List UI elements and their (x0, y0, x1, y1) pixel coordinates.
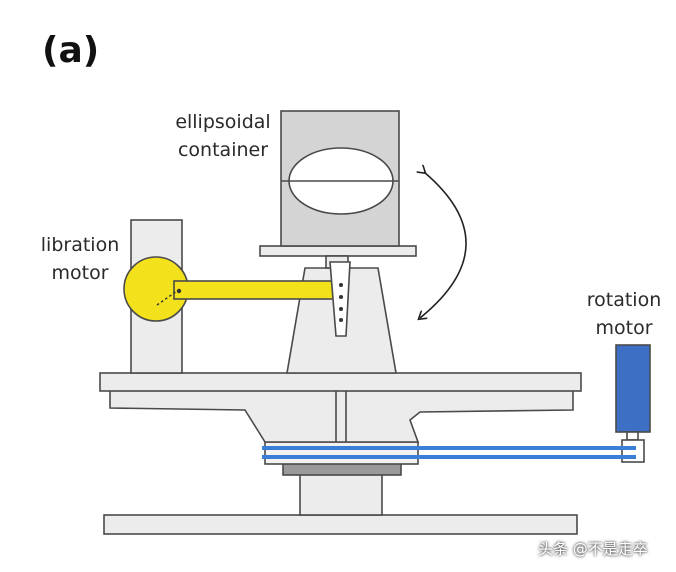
libration-motor-label: libration motor (30, 231, 130, 287)
container-label: ellipsoidal container (168, 108, 278, 164)
panel-label: (a) (42, 30, 100, 71)
pivot-dot (339, 283, 343, 287)
libration-label-line2: motor (51, 262, 109, 284)
base-plate (103, 514, 578, 535)
crank-arm (173, 280, 349, 300)
rotation-motor-label: rotation motor (572, 286, 676, 342)
rotation-motor-shaft (626, 431, 639, 441)
pivot-dot (176, 288, 182, 294)
pulley (264, 441, 419, 465)
pivot-dot (339, 307, 343, 311)
turntable-plate (99, 372, 582, 392)
lower-pedestal (299, 469, 383, 516)
rotation-label-line2: motor (595, 317, 653, 339)
rotation-label-line1: rotation (586, 289, 662, 311)
container-label-line1: ellipsoidal (175, 111, 271, 133)
crank-radius-line (156, 290, 178, 306)
turntable-hub (109, 389, 574, 443)
libration-arrow (420, 172, 467, 318)
container-label-line2: container (177, 139, 269, 161)
pendulum-link (329, 261, 351, 337)
pivot-dot (339, 318, 343, 322)
rotation-motor (615, 344, 651, 433)
container-base-plate (259, 245, 417, 257)
libration-label-line1: libration (40, 234, 120, 256)
pivot-dot (339, 295, 343, 299)
watermark: 头条 @不是走卒 (538, 540, 648, 558)
